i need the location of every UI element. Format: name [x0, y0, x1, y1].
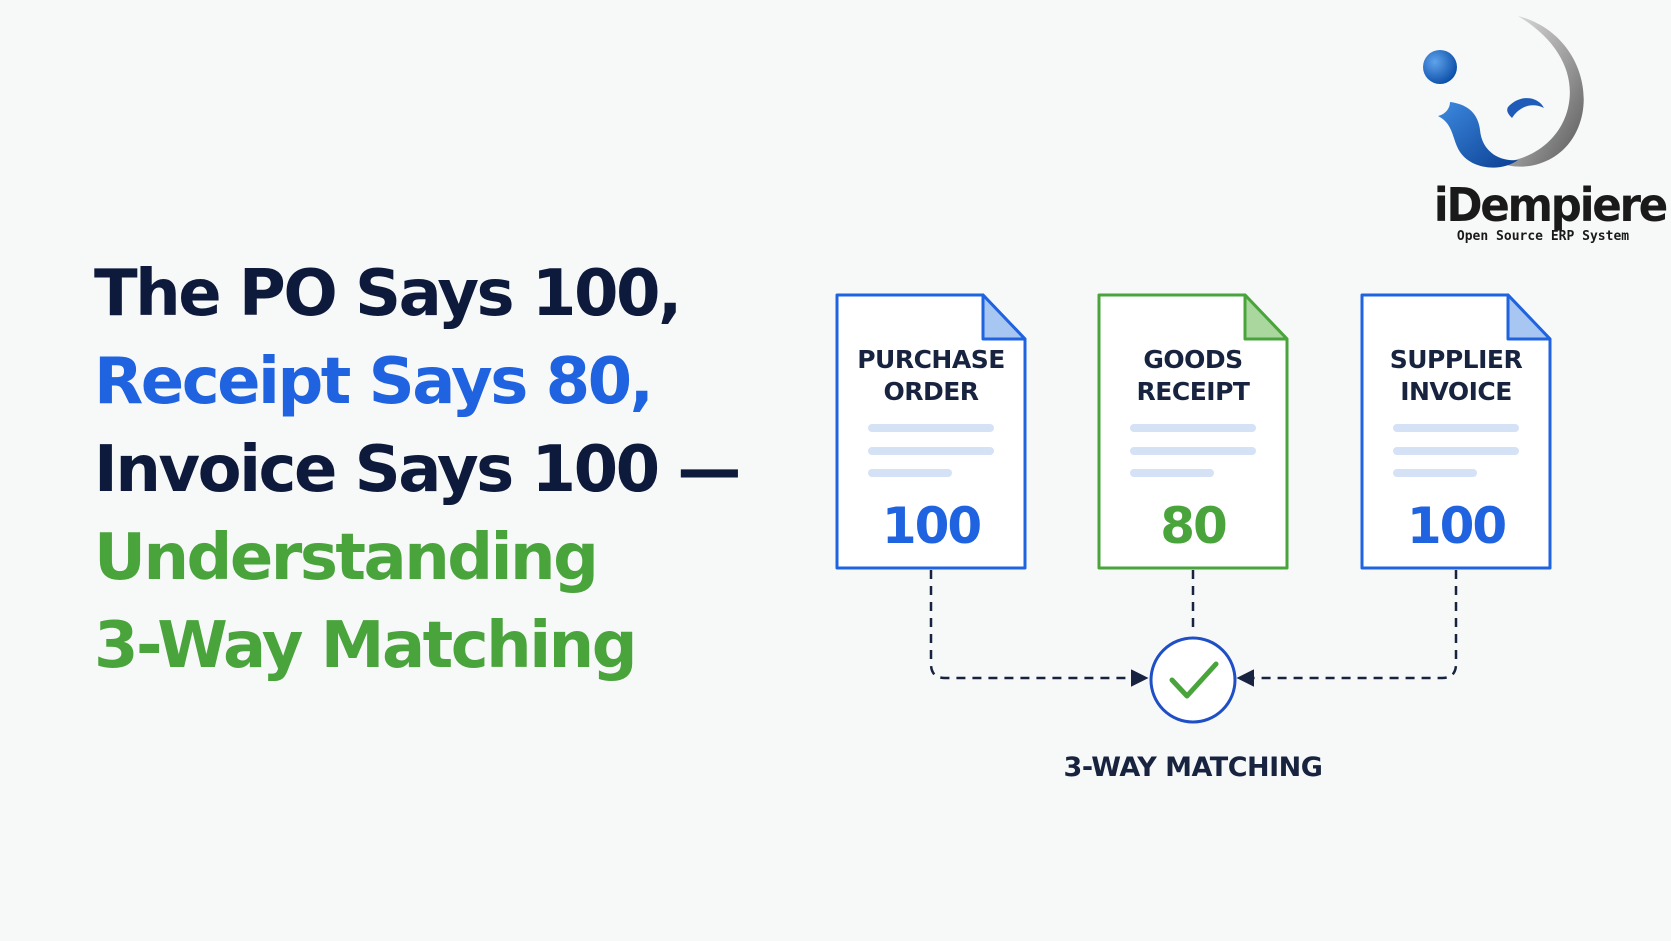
document-label-line-2: RECEIPT — [1137, 377, 1250, 406]
logo-body — [1438, 102, 1518, 168]
document-supplier-invoice: SUPPLIER INVOICE 100 — [1360, 293, 1552, 570]
page-fold — [1506, 293, 1552, 341]
document-goods-receipt: GOODS RECEIPT 80 — [1097, 293, 1289, 570]
document-value: 100 — [882, 497, 981, 555]
logo-dot — [1423, 50, 1457, 84]
connector-lines — [929, 570, 1458, 687]
page-fold — [981, 293, 1027, 341]
match-indicator — [1149, 636, 1237, 724]
text-lines-icon — [1393, 424, 1519, 477]
document-purchase-order: PURCHASE ORDER 100 — [835, 293, 1027, 570]
text-lines-icon — [868, 424, 994, 477]
document-value: 100 — [1407, 497, 1506, 555]
idempiere-logo-icon — [1423, 16, 1584, 168]
headline-line-3: Invoice Says 100 — — [94, 433, 741, 507]
check-icon — [1169, 661, 1219, 699]
document-label-line-2: INVOICE — [1400, 377, 1512, 406]
headline-line-2: Receipt Says 80, — [94, 345, 654, 419]
document-label-line-1: SUPPLIER — [1390, 345, 1523, 374]
document-label-line-1: GOODS — [1143, 345, 1242, 374]
headline-line-5: 3-Way Matching — [94, 609, 638, 683]
page-fold — [1243, 293, 1289, 341]
document-value: 80 — [1160, 497, 1226, 555]
document-label-line-2: ORDER — [883, 377, 978, 406]
match-circle — [1149, 636, 1237, 724]
headline: The PO Says 100, Receipt Says 80, Invoic… — [94, 250, 741, 690]
connector-supplier-invoice — [1236, 570, 1458, 687]
logo-tagline: Open Source ERP System — [1456, 229, 1630, 244]
logo-swoosh — [1498, 16, 1584, 167]
headline-line-1: The PO Says 100, — [94, 257, 682, 331]
logo-wordmark: iDempiere — [1433, 178, 1669, 232]
document-label-line-1: PURCHASE — [857, 345, 1005, 374]
connector-purchase-order — [929, 570, 1149, 687]
headline-line-4: Understanding — [94, 521, 599, 595]
logo-inner-arc — [1507, 98, 1544, 118]
text-lines-icon — [1130, 424, 1256, 477]
match-label: 3-WAY MATCHING — [1064, 752, 1323, 783]
